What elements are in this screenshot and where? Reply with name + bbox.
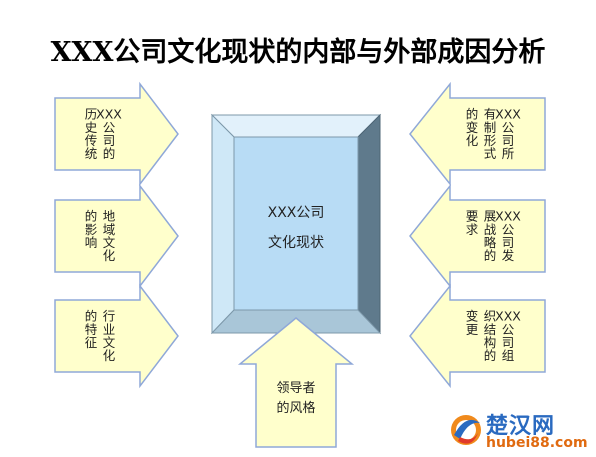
bottom-arrow-line1: 领导者 (276, 381, 315, 396)
left-arrow-2-label: 地域文化的影响 (85, 209, 116, 263)
center-box-line2: 文化现状 (268, 235, 324, 251)
left-arrow-2: 地域文化的影响 (54, 183, 179, 289)
center-box: XXX公司 文化现状 (210, 113, 382, 335)
watermark-url: hubei88.com (486, 435, 588, 451)
bottom-arrow-line2: 的风格 (276, 400, 315, 416)
page-title: XXX公司文化现状的内部与外部成因分析 (50, 37, 546, 68)
watermark-logo-icon (451, 415, 481, 445)
center-box-line1: XXX公司 (268, 205, 325, 221)
watermark-name: 楚汉网 (486, 414, 556, 439)
left-arrow-3-label: 行业文化的特征 (85, 309, 116, 363)
bottom-arrow: 领导者 的风格 (237, 317, 355, 448)
left-arrow-3: 行业文化的特征 (54, 283, 179, 389)
